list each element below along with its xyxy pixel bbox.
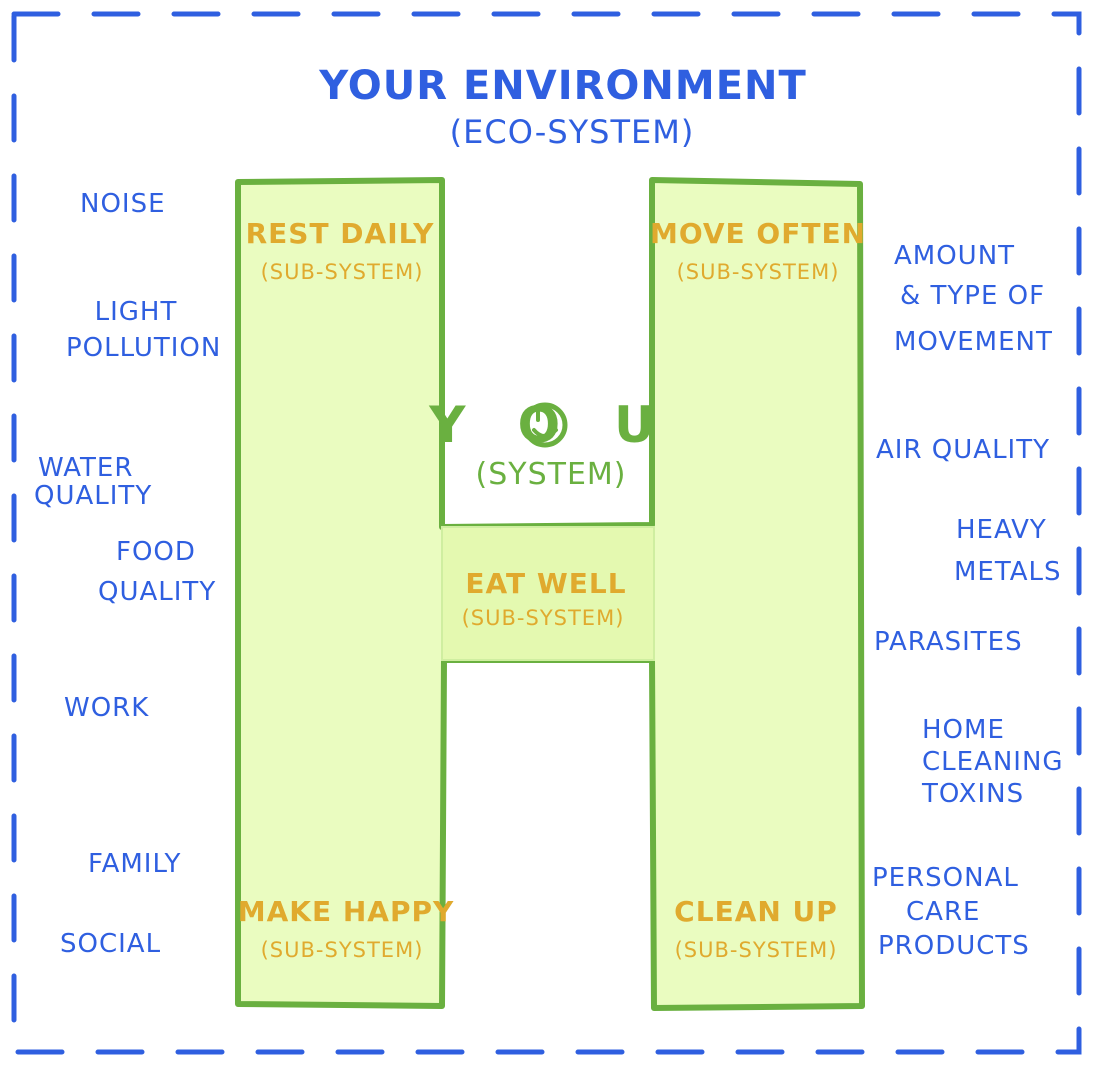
factor-water-line1: WATER (38, 453, 134, 483)
factor-home-line2: CLEANING (922, 747, 1064, 777)
factor-home-line1: HOME (922, 715, 1005, 745)
factor-personal-line2: CARE (906, 897, 981, 927)
factor-metals-line1: HEAVY (956, 515, 1047, 545)
move-often-sub: (SUB-SYSTEM) (676, 260, 840, 284)
factor-home-line3: TOXINS (922, 779, 1025, 809)
factor-air-quality: AIR QUALITY (876, 435, 1050, 465)
factor-family: FAMILY (88, 849, 182, 879)
you-sub-label: (SYSTEM) (475, 457, 627, 492)
eat-well-label: EAT WELL (465, 567, 627, 600)
clean-up-sub: (SUB-SYSTEM) (674, 938, 838, 962)
factor-movement-line1: AMOUNT (894, 241, 1016, 271)
factor-water-line2: QUALITY (34, 481, 153, 511)
move-often-label: MOVE OFTEN (649, 217, 867, 250)
factor-movement-line3: MOVEMENT (894, 327, 1053, 357)
factor-metals-line2: METALS (954, 557, 1062, 587)
factor-light-line2: POLLUTION (66, 333, 222, 363)
factor-food-line2: QUALITY (98, 577, 217, 607)
diagram-title: YOUR ENVIRONMENT (319, 63, 807, 109)
factor-movement-line2: & TYPE OF (900, 281, 1046, 311)
eat-well-sub: (SUB-SYSTEM) (461, 606, 625, 630)
make-happy-sub: (SUB-SYSTEM) (260, 938, 424, 962)
rest-daily-label: REST DAILY (245, 217, 435, 250)
factor-light-line1: LIGHT (94, 297, 178, 327)
make-happy-label: MAKE HAPPY (237, 895, 455, 928)
environment-frame (11, 11, 1082, 1055)
diagram-subtitle: (ECO-SYSTEM) (449, 113, 695, 151)
rest-daily-sub: (SUB-SYSTEM) (260, 260, 424, 284)
factor-food-line1: FOOD (116, 537, 196, 567)
you-label: YOU (429, 396, 709, 454)
factor-social: SOCIAL (60, 929, 162, 959)
factor-noise: NOISE (80, 189, 166, 219)
factor-personal-line3: PRODUCTS (878, 931, 1030, 961)
factor-parasites: PARASITES (874, 627, 1023, 657)
eat-well-crossbar (441, 526, 655, 661)
clean-up-label: CLEAN UP (674, 895, 838, 928)
factor-personal-line1: PERSONAL (872, 863, 1019, 893)
smiley-icon (522, 402, 568, 448)
factor-work: WORK (64, 693, 150, 723)
